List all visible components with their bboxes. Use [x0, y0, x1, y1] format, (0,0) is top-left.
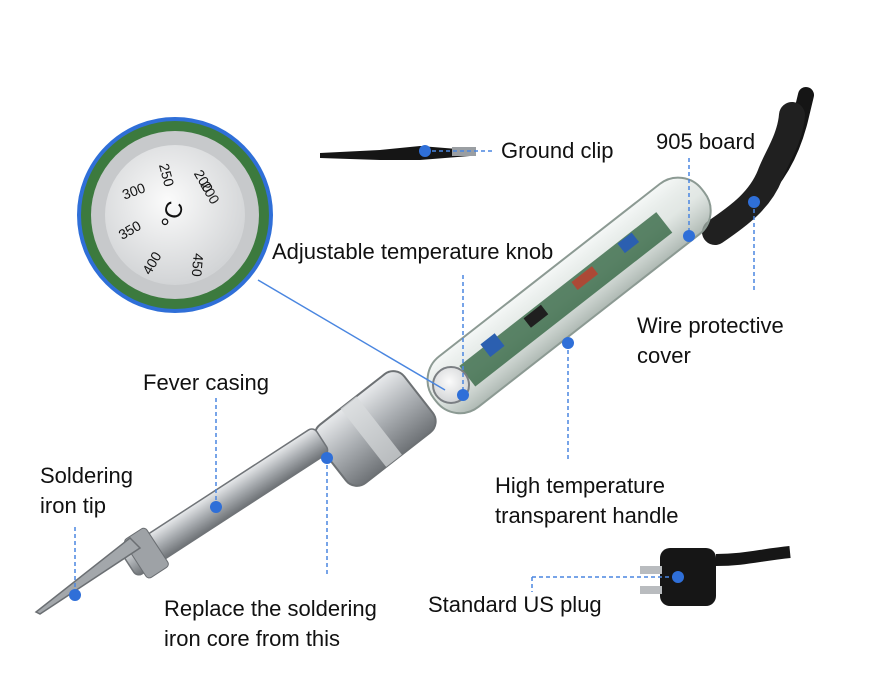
- metal-collar: [313, 370, 437, 487]
- soldering-tip: [34, 536, 142, 615]
- ground-clip: [320, 146, 476, 160]
- label-replace-the-soldering: Replace the soldering: [164, 596, 377, 621]
- label-iron-tip: iron tip: [40, 493, 107, 518]
- leader-lines: [74, 150, 755, 595]
- label-iron-core-from-this: iron core from this: [164, 626, 341, 651]
- transparent-handle: [426, 176, 712, 415]
- label-fever-casing: Fever casing: [143, 370, 269, 395]
- dial-mark-450: 450: [188, 252, 207, 278]
- label-905-board: 905 board: [656, 129, 756, 154]
- us-plug: [640, 546, 791, 606]
- magnified-dial: 200: [77, 117, 273, 313]
- label-ground-clip: Ground clip: [501, 138, 614, 163]
- label-transparent-handle: transparent handle: [495, 503, 679, 528]
- label-soldering: Soldering: [40, 463, 133, 488]
- label-standard-us-plug: Standard US plug: [428, 592, 602, 617]
- magnifier-pointer: [257, 279, 446, 391]
- fever-casing: [122, 428, 329, 579]
- wire-protective-cover: [702, 102, 805, 245]
- label-cover: cover: [637, 343, 691, 368]
- marker-dots: [69, 145, 760, 601]
- label-wire-protective: Wire protective: [637, 313, 784, 338]
- label-adjustable-temperature-knob: Adjustable temperature knob: [272, 239, 554, 264]
- label-high-temperature: High temperature: [495, 473, 665, 498]
